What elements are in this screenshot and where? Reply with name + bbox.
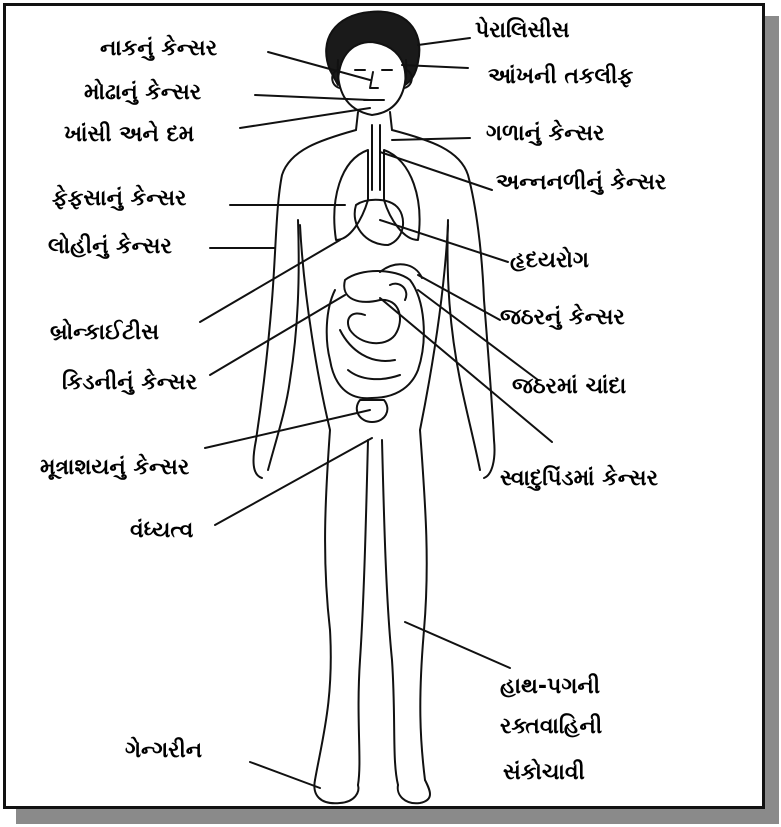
torso-right xyxy=(392,130,495,478)
label-mouth-cancer: મોઢાનું કેન્સર xyxy=(84,82,201,104)
label-lung-cancer: ફેફસાનું કેન્સર xyxy=(52,188,186,210)
label-eye-problem: આંખની તકલીફ xyxy=(488,66,633,88)
label-vessel-line3: સંકોચાવી xyxy=(503,762,585,784)
label-throat-cancer: ગળાનું કેન્સર xyxy=(486,123,604,145)
label-vessel-line2: રક્તવાહિની xyxy=(500,716,602,738)
label-heart-disease: હૃદયરોગ xyxy=(510,250,589,272)
label-kidney-cancer: કિડનીનું કેન્સર xyxy=(62,372,197,394)
label-blood-cancer: લોહીનું કેન્સર xyxy=(48,236,172,258)
label-stomach-ulcer: જઠરમાં ચાંદા xyxy=(512,376,626,398)
label-bronchitis: બ્રોન્કાઈટીસ xyxy=(50,322,159,344)
label-nose-cancer: નાકનું કેન્સર xyxy=(100,38,217,60)
label-gangrene: ગેન્ગરીન xyxy=(125,740,202,762)
label-paralysis: પેરાલિસીસ xyxy=(475,20,570,42)
label-stomach-cancer: જઠરનું કેન્સર xyxy=(500,307,625,329)
label-bladder-cancer: મૂત્રાશયનું કેન્સર xyxy=(40,457,189,479)
label-cough-asthma: ખાંસી અને દમ xyxy=(64,124,194,146)
label-pancreas-cancer: સ્વાદુપિંડમાં કેન્સર xyxy=(500,468,658,490)
label-infertility: વંધ્યત્વ xyxy=(130,520,193,542)
intestines xyxy=(327,271,424,398)
label-esophagus-cancer: અન્નનળીનું કેન્સર xyxy=(496,172,666,194)
lungs xyxy=(334,150,419,240)
heart xyxy=(355,200,403,245)
label-vessel-line1: હાથ-પગની xyxy=(500,676,600,698)
